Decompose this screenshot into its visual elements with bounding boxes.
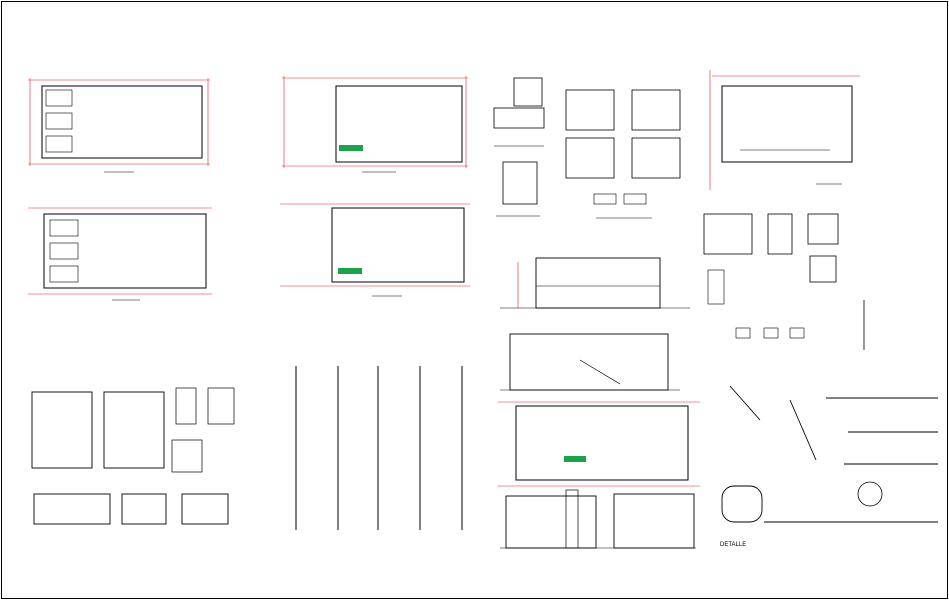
- bottom-elevations: [500, 489, 696, 549]
- small-details-right: [703, 213, 865, 350]
- detail-label: DETALLE: [720, 542, 746, 548]
- floor-plan-mid-left: [28, 207, 212, 301]
- office-plan-bottom: [498, 401, 700, 487]
- front-elevation: [500, 257, 690, 309]
- site-plan-top-right: [709, 70, 860, 190]
- stair-plans-top: [493, 77, 545, 217]
- floor-plan-top-center: [282, 76, 468, 173]
- section-view: [500, 333, 680, 391]
- floor-plan-mid-center: [280, 203, 470, 297]
- construction-details-right: DETALLE: [720, 385, 938, 548]
- wall-sections: [295, 366, 463, 530]
- room-plans-top: [565, 89, 681, 219]
- door-window-details: [31, 387, 235, 525]
- floor-plan-top-left: [28, 78, 210, 173]
